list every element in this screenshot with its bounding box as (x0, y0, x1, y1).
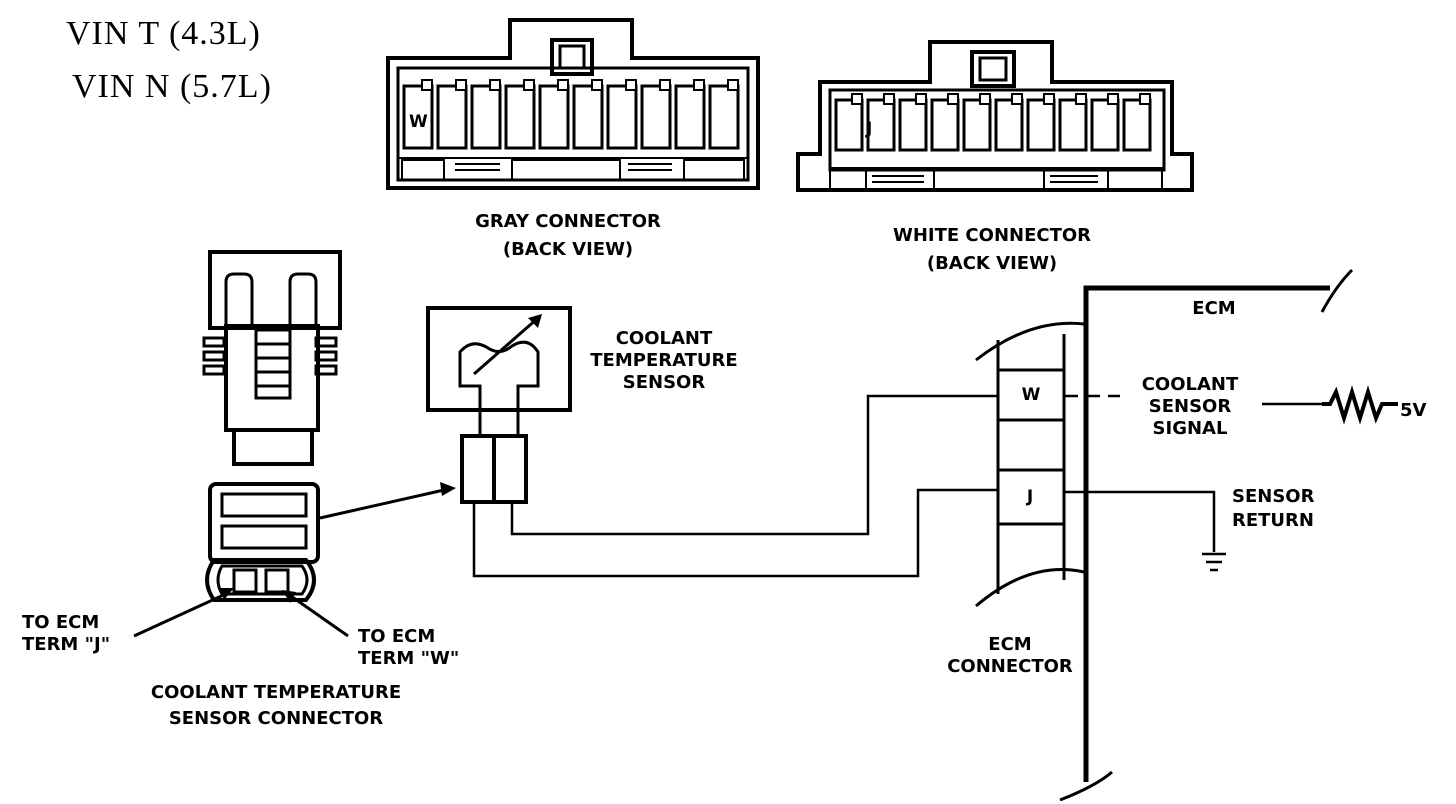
gray-connector-view: (BACK VIEW) (503, 239, 633, 260)
coolant-sensor-schematic (426, 306, 572, 504)
term-j-arrow (133, 588, 234, 638)
coolant-signal-circuit (1064, 385, 1398, 425)
connector-cavity (962, 98, 992, 152)
connector-cavity (538, 84, 570, 150)
coolant-signal-label-line3: SIGNAL (1153, 418, 1228, 439)
sensor-connector-title: COOLANT TEMPERATURE (151, 682, 401, 703)
white-connector-drawing (796, 40, 1194, 192)
gray-connector-drawing (386, 18, 760, 190)
to-ecm-term-w-line1: TO ECM (358, 626, 435, 647)
cavity-latch (1043, 93, 1055, 105)
cavity-latch (1011, 93, 1023, 105)
connector-cavity (402, 84, 434, 150)
term-w-arrow (282, 590, 349, 638)
cavity-latch (883, 93, 895, 105)
white-connector-view: (BACK VIEW) (927, 253, 1057, 274)
ecm-connector-label-line2: CONNECTOR (947, 656, 1073, 677)
sensor-return-circuit (1064, 490, 1216, 552)
connector-cavity (866, 98, 896, 152)
cavity-latch (1075, 93, 1087, 105)
connector-cavity (994, 98, 1024, 152)
cavity-latch (557, 79, 569, 91)
sensor-connector-subtitle: SENSOR CONNECTOR (169, 708, 383, 729)
return-wire (472, 488, 998, 578)
sensor-return-label-line1: SENSOR (1232, 486, 1315, 507)
to-ecm-term-j-line1: TO ECM (22, 612, 99, 633)
connector-cavity (504, 84, 536, 150)
connector-cavity (640, 84, 672, 150)
cavity-latch (1139, 93, 1151, 105)
ecm-pin-w: W (1022, 385, 1041, 405)
sensor-label-line3: SENSOR (623, 372, 706, 393)
ecm-label: ECM (1192, 298, 1235, 319)
sensor-connector-drawing (205, 482, 320, 602)
sensor-body-drawing (202, 250, 342, 466)
cavity-latch (659, 79, 671, 91)
connector-cavity (674, 84, 706, 150)
cavity-latch (979, 93, 991, 105)
connector-cavity (572, 84, 604, 150)
cavity-latch (947, 93, 959, 105)
vin-t-label: VIN T (4.3L) (66, 15, 261, 52)
white-connector-pin-j: J (865, 119, 872, 139)
connector-cavity (708, 84, 740, 150)
coolant-signal-label-line2: SENSOR (1149, 396, 1232, 417)
connector-to-sensor-arrow (319, 482, 456, 520)
ecm-connector-drawing (975, 321, 1085, 608)
gray-connector-title: GRAY CONNECTOR (475, 211, 661, 232)
reference-voltage-label: 5V (1400, 400, 1427, 421)
to-ecm-term-j-line2: TERM "J" (22, 634, 110, 655)
cavity-latch (591, 79, 603, 91)
connector-cavity (1090, 98, 1120, 152)
connector-cavity (1026, 98, 1056, 152)
ecm-boundary (1059, 268, 1354, 802)
cavity-latch (1107, 93, 1119, 105)
coolant-signal-label-line1: COOLANT (1142, 374, 1239, 395)
cavity-latch (851, 93, 863, 105)
vin-n-label: VIN N (5.7L) (72, 68, 272, 105)
connector-cavity (1058, 98, 1088, 152)
gray-connector-pin-w: W (409, 112, 428, 132)
connector-cavity (930, 98, 960, 152)
connector-cavity (470, 84, 502, 150)
sensor-label-line1: COOLANT (616, 328, 713, 349)
connector-cavity (898, 98, 928, 152)
cavity-latch (489, 79, 501, 91)
cavity-latch (523, 79, 535, 91)
to-ecm-term-w-line2: TERM "W" (358, 648, 459, 669)
connector-cavity (606, 84, 638, 150)
connector-cavity (834, 98, 864, 152)
connector-cavity (436, 84, 468, 150)
white-connector-title: WHITE CONNECTOR (893, 225, 1091, 246)
ground-icon (1202, 552, 1226, 572)
cavity-latch (455, 79, 467, 91)
sensor-label-line2: TEMPERATURE (590, 350, 737, 371)
sensor-return-label-line2: RETURN (1232, 510, 1314, 531)
connector-cavity (1122, 98, 1152, 152)
ecm-pin-j: J (1026, 487, 1033, 507)
cavity-latch (693, 79, 705, 91)
cavity-latch (421, 79, 433, 91)
cavity-latch (727, 79, 739, 91)
signal-wire (510, 394, 998, 536)
cavity-latch (625, 79, 637, 91)
cavity-latch (915, 93, 927, 105)
ecm-connector-label-line1: ECM (988, 634, 1031, 655)
